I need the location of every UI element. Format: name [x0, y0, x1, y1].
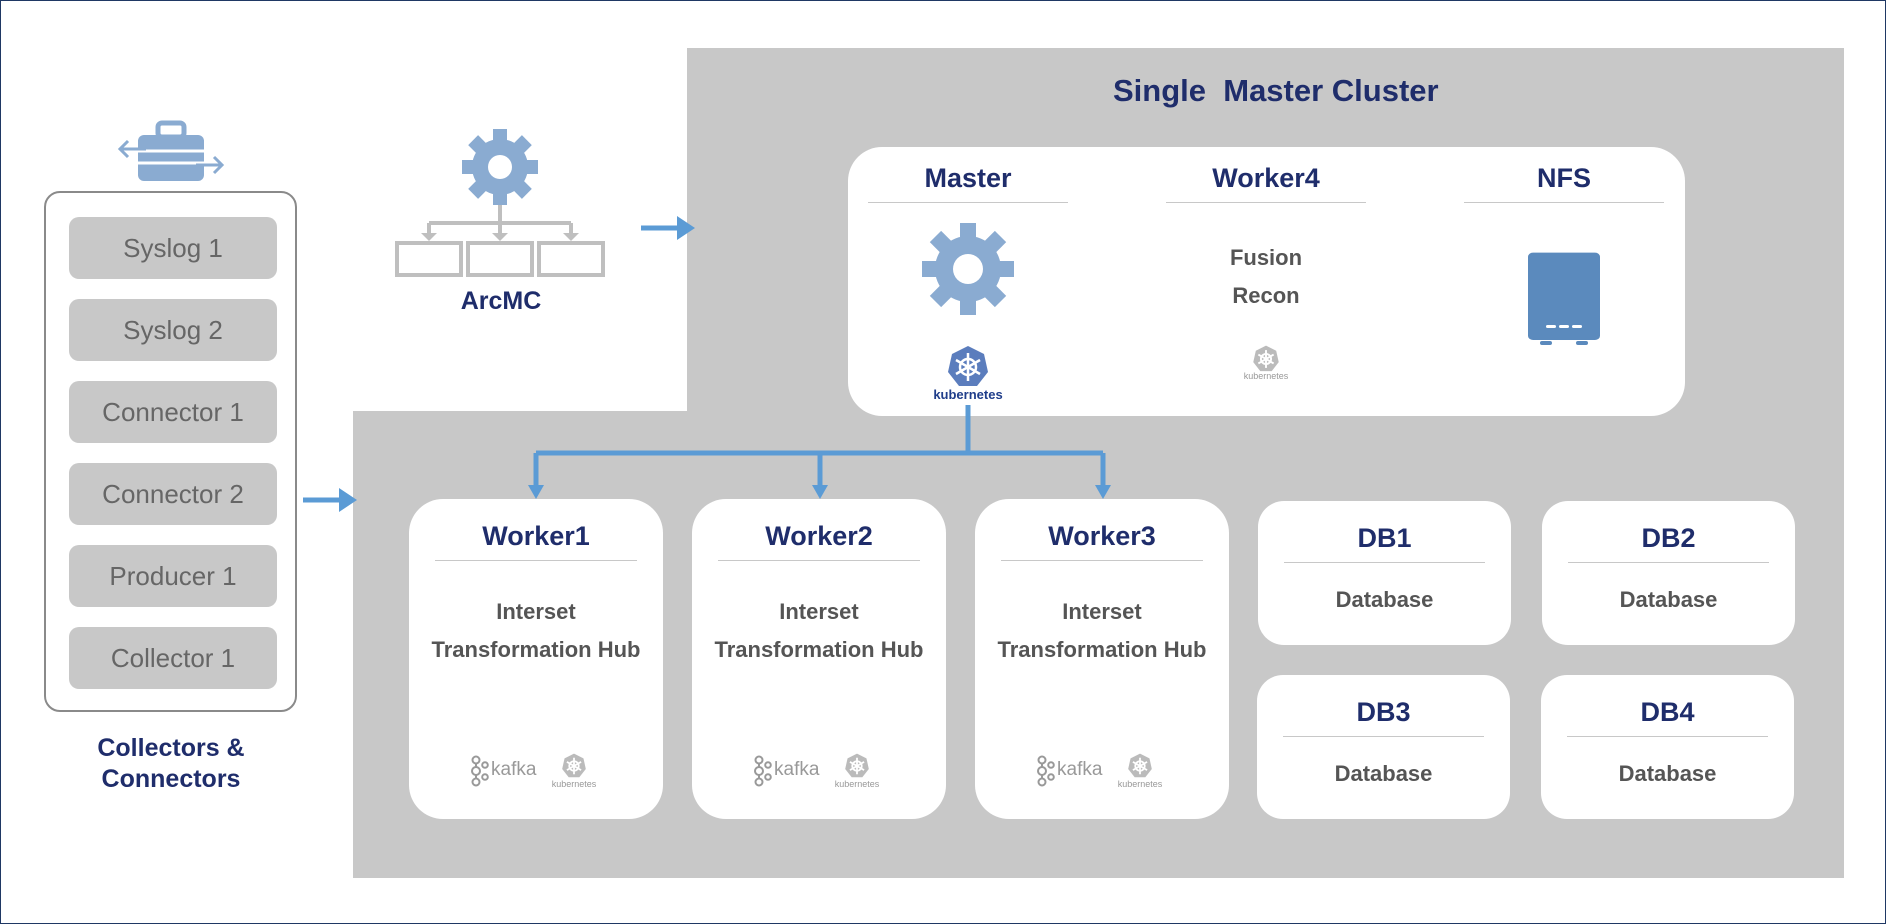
kubernetes-label: kubernetes: [933, 387, 1003, 402]
worker3-line2: Transformation Hub: [997, 637, 1207, 662]
gear-icon: [922, 223, 1014, 315]
worker4-line2: Recon: [1232, 283, 1300, 308]
worker1-line2: Transformation Hub: [431, 637, 641, 662]
worker2-line1: Interset: [779, 599, 859, 624]
db1-title: DB1: [1284, 523, 1485, 563]
master-title: Master: [868, 163, 1068, 203]
source-item: Producer 1: [69, 545, 277, 607]
source-item: Syslog 2: [69, 299, 277, 361]
db3-title: DB3: [1283, 697, 1484, 737]
arrow-sources-to-cluster: [303, 488, 357, 512]
storage-server-icon: [1528, 252, 1600, 345]
kafka-icon: [754, 755, 772, 787]
kubernetes-icon: [948, 346, 988, 386]
toolbox-icon: [117, 120, 225, 181]
master-to-workers-connector: [528, 405, 1111, 499]
db4-title: DB4: [1567, 697, 1768, 737]
kafka-label: kafka: [1057, 759, 1103, 780]
kubernetes-icon: [1128, 753, 1152, 778]
nfs-title: NFS: [1464, 163, 1664, 203]
worker3-line1: Interset: [1062, 599, 1142, 624]
worker1-line1: Interset: [496, 599, 576, 624]
worker2-line2: Transformation Hub: [714, 637, 924, 662]
source-item: Syslog 1: [69, 217, 277, 279]
db1-label: Database: [1335, 587, 1434, 612]
db1-card: DB1 Database: [1258, 501, 1511, 645]
db2-card: DB2 Database: [1542, 501, 1795, 645]
source-item: Connector 1: [69, 381, 277, 443]
kubernetes-label: kubernetes: [1243, 371, 1289, 381]
kubernetes-icon: [1253, 345, 1279, 372]
worker4-title: Worker4: [1166, 163, 1366, 203]
db4-label: Database: [1618, 761, 1717, 786]
worker2-card: Worker2 Interset Transformation Hub kafk…: [692, 499, 946, 819]
kubernetes-label: kubernetes: [1117, 779, 1163, 789]
worker3-card: Worker3 Interset Transformation Hub kafk…: [975, 499, 1229, 819]
kafka-label: kafka: [774, 759, 820, 780]
worker1-title: Worker1: [435, 521, 637, 561]
kubernetes-label: kubernetes: [551, 779, 597, 789]
db3-card: DB3 Database: [1257, 675, 1510, 819]
kafka-icon: [1037, 755, 1055, 787]
sources-panel: Syslog 1 Syslog 2 Connector 1 Connector …: [44, 191, 297, 712]
source-item: Connector 2: [69, 463, 277, 525]
arcmc-icon: [395, 129, 605, 277]
worker3-title: Worker3: [1001, 521, 1203, 561]
arcmc-label: ArcMC: [460, 287, 542, 315]
sources-caption-line1: Collectors &: [97, 734, 245, 762]
sources-caption-line2: Connectors: [101, 765, 241, 793]
worker4-line1: Fusion: [1229, 245, 1303, 270]
kubernetes-icon: [562, 753, 586, 778]
kubernetes-label: kubernetes: [834, 779, 880, 789]
worker2-title: Worker2: [718, 521, 920, 561]
db2-title: DB2: [1568, 523, 1769, 563]
db3-label: Database: [1334, 761, 1433, 786]
arrow-arcmc-to-cluster: [641, 216, 695, 240]
kubernetes-icon: [845, 753, 869, 778]
kafka-icon: [471, 755, 489, 787]
cluster-title: Single Master Cluster: [1113, 73, 1439, 108]
db2-label: Database: [1619, 587, 1718, 612]
source-item: Collector 1: [69, 627, 277, 689]
kafka-label: kafka: [491, 759, 537, 780]
db4-card: DB4 Database: [1541, 675, 1794, 819]
control-plane-card: Master: [848, 147, 1685, 416]
worker1-card: Worker1 Interset Transformation Hub kafk…: [409, 499, 663, 819]
